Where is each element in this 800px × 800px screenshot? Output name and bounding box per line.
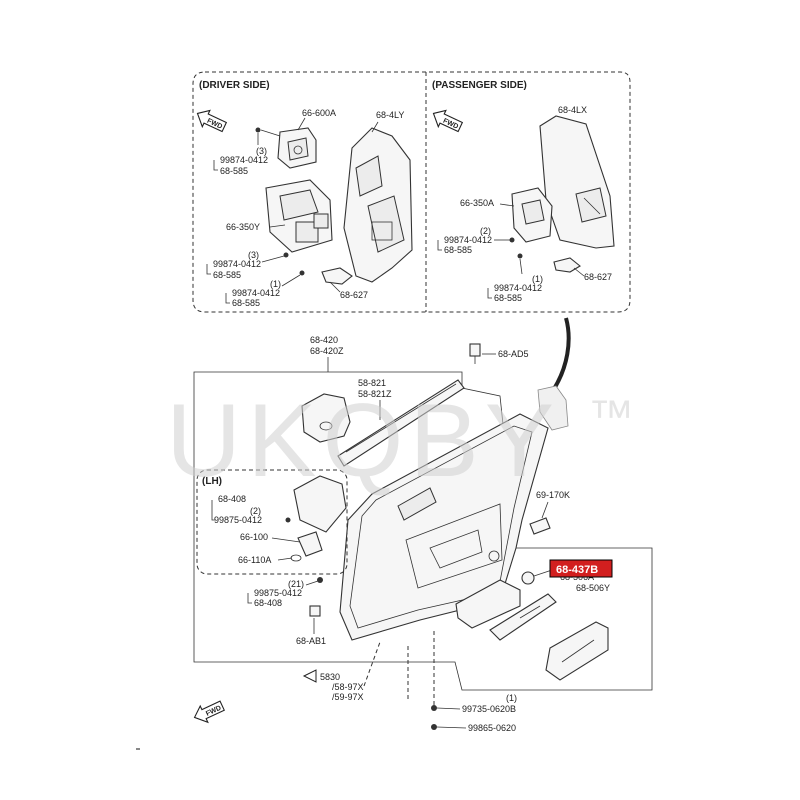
main-door-trim-assembly: 68-420 68-420Z 68-AD5 58-821 58-821Z <box>136 335 653 750</box>
lh-switch-66-100 <box>290 531 323 562</box>
label-m-99875b: 99875-0412 <box>254 588 302 598</box>
label-68-4LY: 68-4LY <box>376 110 404 120</box>
screw-icon <box>255 127 261 133</box>
inner-handle-bracket-68-506A <box>489 593 557 641</box>
label-68-408b: 68-408 <box>254 598 282 608</box>
watermark: UKQBY ™ <box>166 383 634 499</box>
label-d-68585c: 68-585 <box>232 298 260 308</box>
small-mark <box>136 748 140 750</box>
label-66-110A: 66-110A <box>238 555 271 565</box>
label-99865: 99865-0620 <box>468 723 516 733</box>
driver-side-title: (DRIVER SIDE) <box>199 80 270 91</box>
label-d-q1: (1) <box>270 279 281 289</box>
watermark-text: UKQBY <box>166 383 560 499</box>
watermark-tm: ™ <box>588 390 634 442</box>
label-p-q1: (1) <box>532 274 543 284</box>
passenger-side-title: (PASSENGER SIDE) <box>432 80 527 91</box>
label-66-350Y: 66-350Y <box>226 222 260 232</box>
switch-inset-panel <box>192 71 631 313</box>
switch-bezel-68-4LX <box>539 115 615 249</box>
label-66-350A: 66-350A <box>460 198 494 208</box>
screw-icon <box>317 577 323 583</box>
label-d-68627: 68-627 <box>340 290 368 300</box>
label-58-821Z: 58-821Z <box>358 389 392 399</box>
label-p-68627: 68-627 <box>584 272 612 282</box>
highlighted-part-label: 68-437B <box>549 559 613 578</box>
mirror-switch-66-600A <box>277 127 317 169</box>
screw-icon <box>431 724 437 730</box>
screw-icon <box>509 237 515 243</box>
label-58-97X: /58-97X <box>332 682 364 692</box>
power-window-switch-66-350A <box>511 187 553 243</box>
label-p-99874b: 99874-0412 <box>494 283 542 293</box>
fwd-arrow-icon: FWD <box>193 700 225 724</box>
label-59-97X: /59-97X <box>332 692 364 702</box>
label-d-99874c: 99874-0412 <box>232 288 280 298</box>
label-d-68585b: 68-585 <box>213 270 241 280</box>
label-m-q21: (21) <box>288 579 304 589</box>
passenger-side-section: (PASSENGER SIDE) FWD 68-4LX 66-350A (2) … <box>432 80 615 303</box>
screw-icon <box>431 705 437 711</box>
clip-68-627 <box>321 267 353 285</box>
label-d-q3b: (3) <box>248 250 259 260</box>
inset-pointer-line <box>550 317 571 394</box>
clip-68-AD5 <box>469 343 481 364</box>
switch-bezel-68-4LY <box>343 127 413 283</box>
label-p-q2: (2) <box>480 226 491 236</box>
screw-icon <box>299 270 305 276</box>
label-68-437B: 68-437B <box>556 564 598 576</box>
label-p-99874a: 99874-0412 <box>444 235 492 245</box>
lh-inset-box <box>196 469 348 575</box>
grommet-icon <box>521 571 535 585</box>
ref-arrow-icon <box>302 669 317 683</box>
weatherstrip-58-821 <box>337 379 465 467</box>
door-pocket-tray <box>455 579 521 629</box>
window-switch-faint <box>537 385 569 431</box>
label-5830: 5830 <box>320 672 340 682</box>
label-p-68585b: 68-585 <box>494 293 522 303</box>
label-68-4LX: 68-4LX <box>558 105 587 115</box>
screw-icon <box>285 517 291 523</box>
label-68-506Y: 68-506Y <box>576 583 610 593</box>
power-window-switch-66-350Y <box>265 179 333 253</box>
upper-trim-block <box>301 393 351 443</box>
label-d-q3a: (3) <box>256 146 267 156</box>
label-68-AB1: 68-AB1 <box>296 636 326 646</box>
door-handle-bezel <box>545 621 609 681</box>
label-p-68585a: 68-585 <box>444 245 472 255</box>
label-66-600A: 66-600A <box>302 108 336 118</box>
label-m-q1: (1) <box>506 693 517 703</box>
armrest-pad <box>293 475 347 533</box>
label-m-99875a: 99875-0412 <box>214 515 262 525</box>
label-66-100: 66-100 <box>240 532 268 542</box>
fwd-arrow-icon: FWD <box>432 109 464 133</box>
label-d-99874b: 99874-0412 <box>213 259 261 269</box>
clip-68-AB1 <box>309 605 321 617</box>
cap-69-170K <box>529 517 551 535</box>
label-99735: 99735-0620B <box>462 704 516 714</box>
screw-icon <box>283 252 289 258</box>
label-68-408: 68-408 <box>218 494 246 504</box>
driver-side-section: (DRIVER SIDE) FWD 66-600A (3) 99874-0412… <box>196 80 413 308</box>
label-d-99874a: 99874-0412 <box>220 155 268 165</box>
label-58-821: 58-821 <box>358 378 386 388</box>
label-lh: (LH) <box>202 476 222 487</box>
fwd-arrow-icon: FWD <box>196 109 228 133</box>
screw-icon <box>517 253 523 259</box>
label-68-420: 68-420 <box>310 335 338 345</box>
label-68-AD5: 68-AD5 <box>498 349 529 359</box>
label-d-68585a: 68-585 <box>220 166 248 176</box>
label-m-q2: (2) <box>250 506 261 516</box>
label-68-420Z: 68-420Z <box>310 346 344 356</box>
label-69-170K: 69-170K <box>536 490 570 500</box>
